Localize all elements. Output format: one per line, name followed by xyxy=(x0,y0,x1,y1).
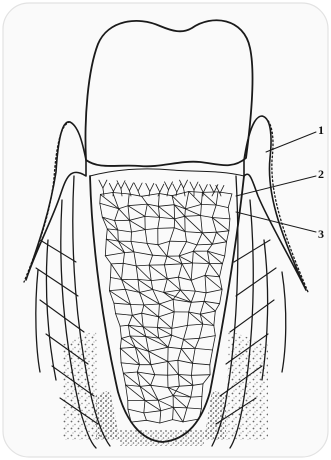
capillary-segment xyxy=(118,230,119,241)
capillary-segment xyxy=(131,232,132,241)
capillary-segment xyxy=(178,360,179,374)
capillary-segment xyxy=(143,327,157,328)
figure-frame xyxy=(3,3,328,457)
capillary-segment xyxy=(130,336,146,337)
label-3: 3 xyxy=(318,227,324,241)
capillary-segment xyxy=(155,375,168,376)
label-2: 2 xyxy=(318,167,324,181)
capillary-segment xyxy=(202,192,218,193)
label-1: 1 xyxy=(318,123,324,137)
capillary-segment xyxy=(193,263,210,264)
